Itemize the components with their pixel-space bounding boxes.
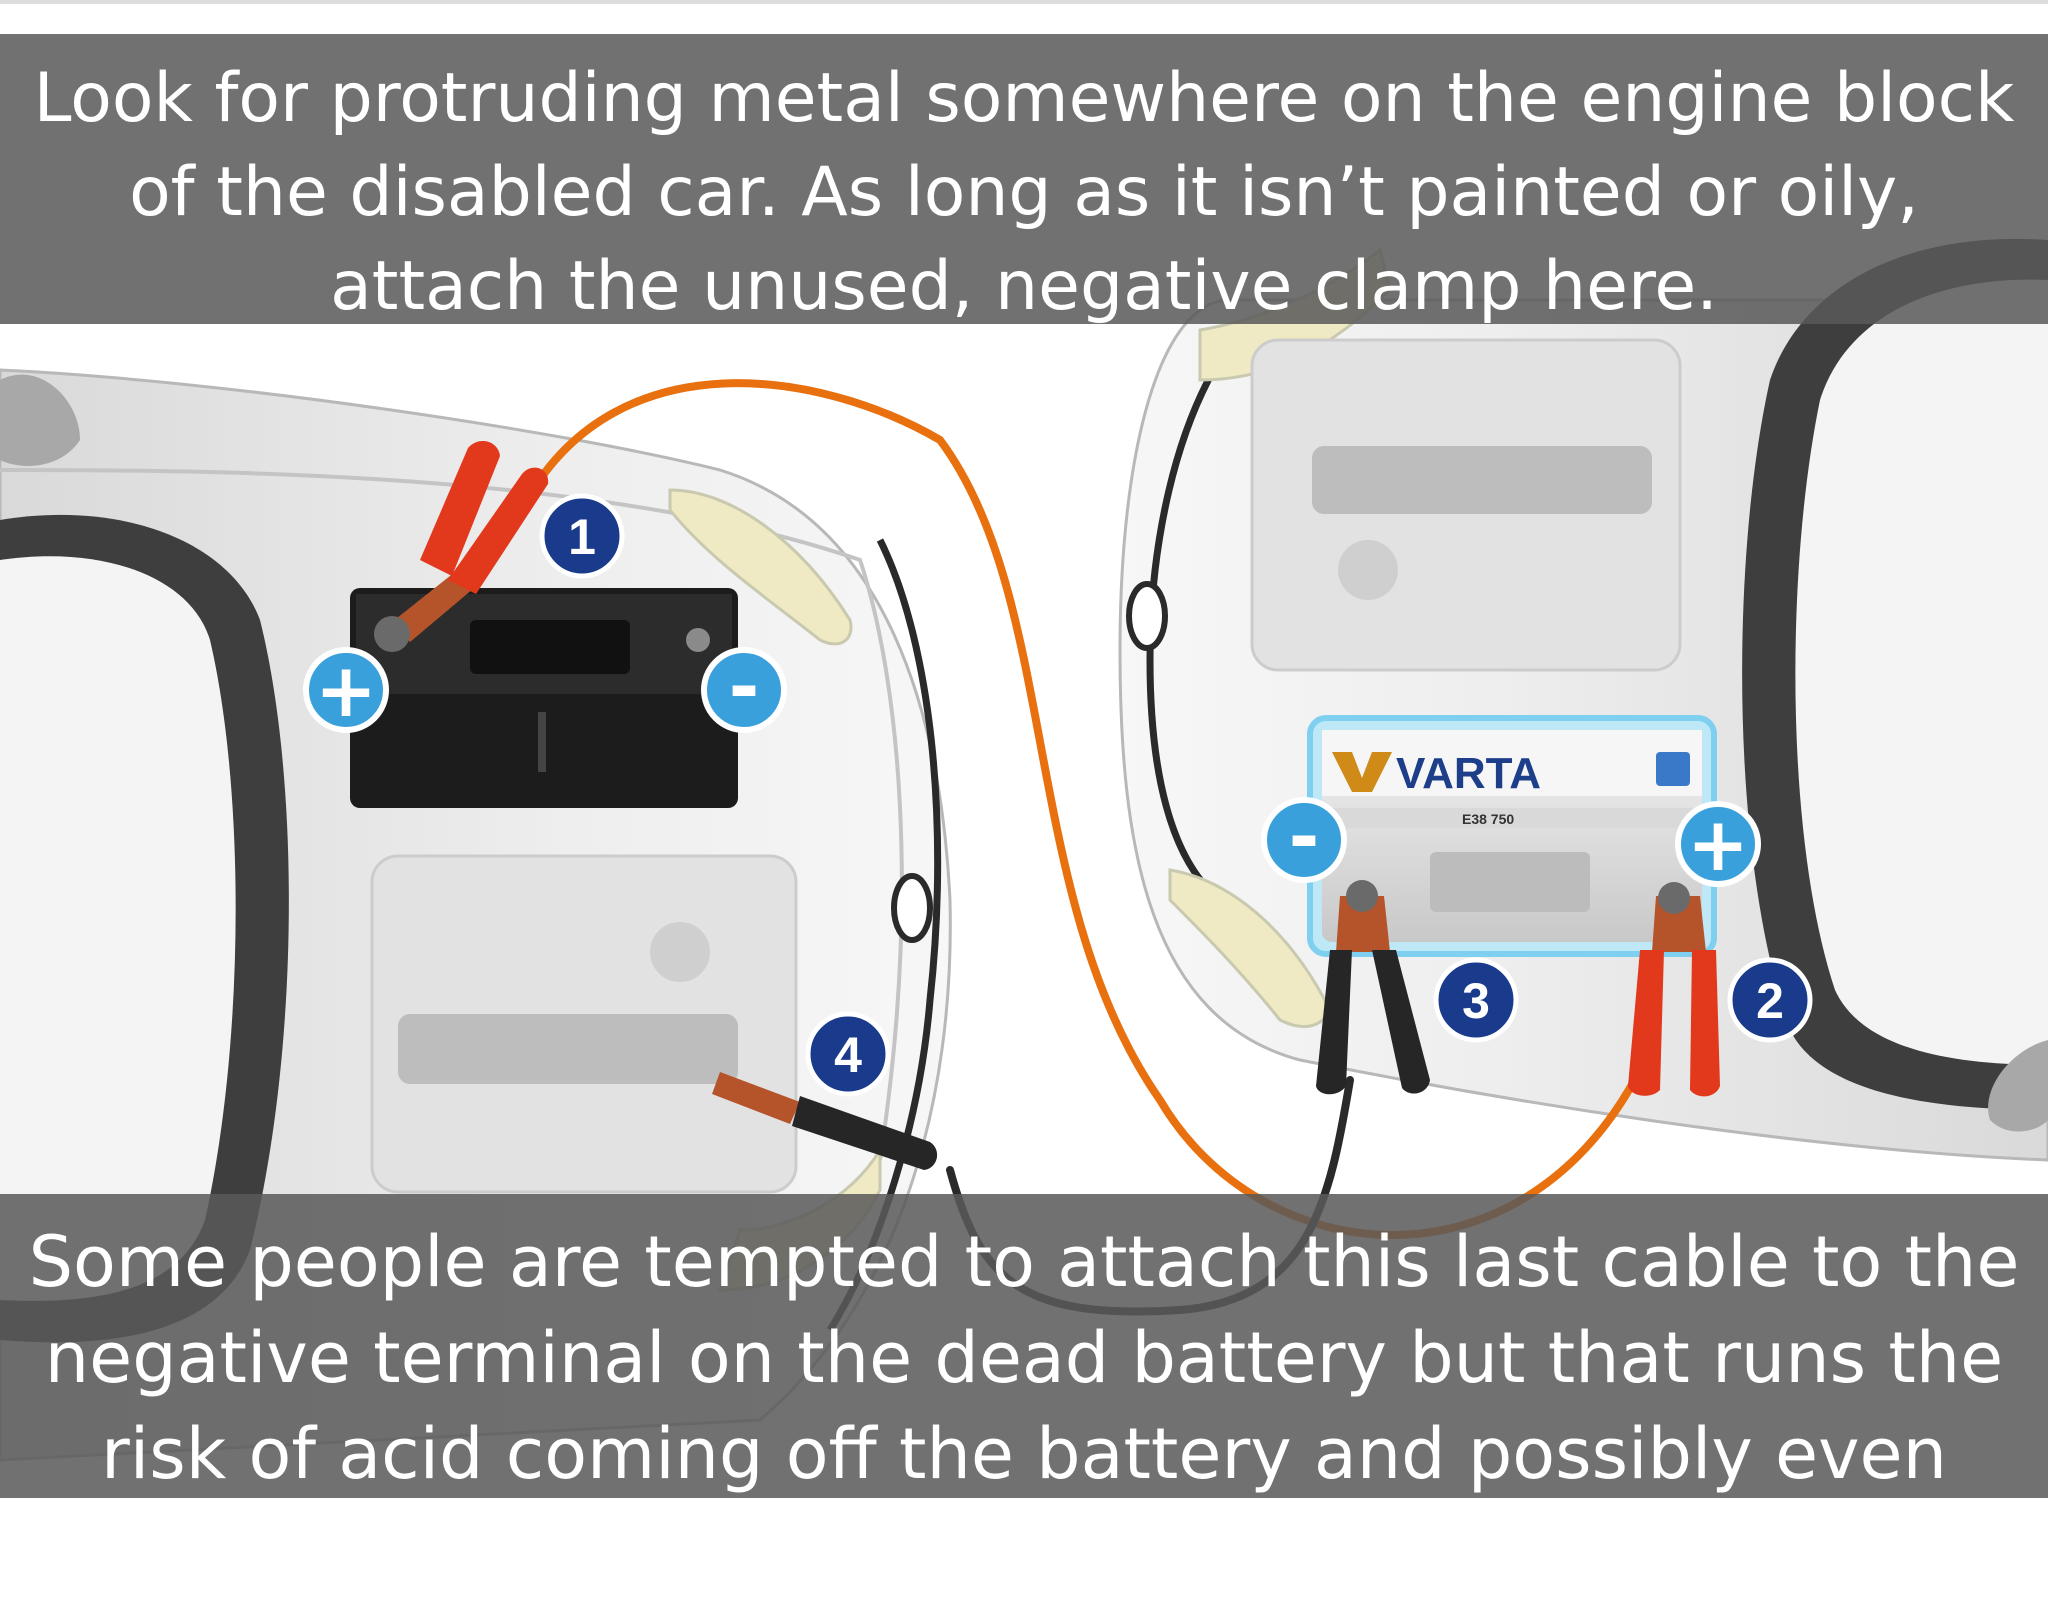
bottom-caption-text: Some people are tempted to attach this l…	[28, 1221, 2020, 1591]
donor-battery-plus-marker: +	[1675, 801, 1761, 888]
dead-battery	[350, 588, 738, 808]
donor-battery-minus-marker: -	[1261, 794, 1347, 883]
svg-text:4: 4	[834, 1027, 862, 1083]
right-car-reservoir-cap	[1338, 540, 1398, 600]
left-car-seal-clip	[891, 873, 933, 943]
svg-text:-: -	[1289, 794, 1320, 880]
battery-brand: VARTA	[1396, 749, 1541, 798]
clamp-3-black	[1316, 880, 1430, 1095]
battery-label: E38 750	[1462, 811, 1514, 827]
right-car-windshield-glass	[1795, 279, 2048, 1065]
dead-battery-plus-marker: +	[303, 647, 389, 734]
step-badge-2: 2	[1727, 957, 1813, 1043]
right-car-seal-clip	[1126, 581, 1168, 651]
battery-blue-tag	[1656, 752, 1690, 786]
svg-text:1: 1	[568, 509, 596, 565]
left-car-intake	[398, 1014, 738, 1084]
step-badge-1: 1	[539, 493, 625, 579]
left-car-side-mirror	[0, 374, 80, 466]
step-badge-4: 4	[805, 1011, 891, 1097]
varta-logo-mark	[1332, 752, 1392, 792]
step-badge-3: 3	[1433, 957, 1519, 1043]
svg-text:2: 2	[1756, 973, 1784, 1029]
clamp-4-black	[712, 1072, 938, 1170]
top-caption-band: Look for protruding metal somewhere on t…	[0, 34, 2048, 326]
left-car-reservoir-cap	[650, 922, 710, 982]
dead-battery-minus-marker: -	[701, 644, 787, 733]
dead-battery-neg-post	[686, 628, 710, 652]
svg-text:+: +	[315, 648, 377, 734]
right-car-side-mirror	[1988, 1040, 2048, 1132]
right-car-intake	[1312, 446, 1652, 514]
clamp-1-red	[374, 441, 549, 652]
right-car: VARTA E38 750	[1118, 238, 2048, 1162]
svg-text:-: -	[729, 644, 760, 730]
svg-text:3: 3	[1462, 973, 1490, 1029]
right-car-seal-strip	[1146, 327, 1243, 903]
donor-battery: VARTA E38 750	[1307, 715, 1717, 957]
clamp-2-red	[1628, 882, 1720, 1097]
left-car-windshield-glass	[0, 556, 236, 1301]
left-car	[0, 368, 952, 1462]
svg-text:+: +	[1687, 802, 1749, 888]
right-car-headlight-bottom	[1168, 868, 1332, 1029]
top-caption-text: Look for protruding metal somewhere on t…	[33, 59, 2015, 326]
left-car-headlight	[668, 488, 853, 646]
bottom-caption-band: Some people are tempted to attach this l…	[0, 1194, 2048, 1591]
